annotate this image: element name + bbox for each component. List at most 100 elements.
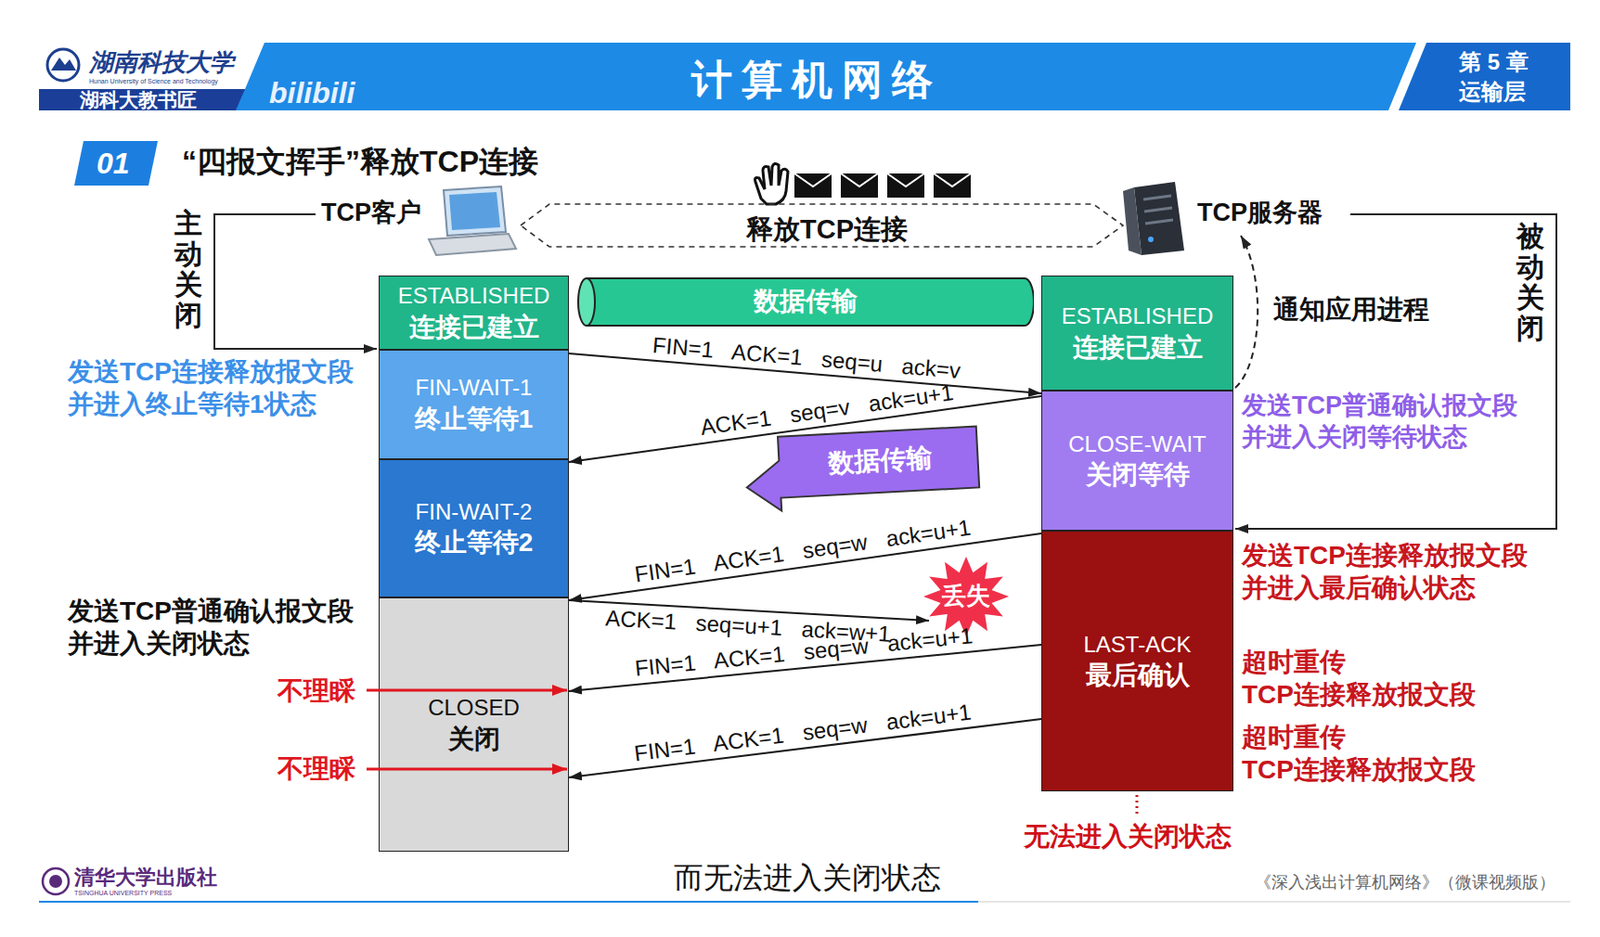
data-pipe-outline bbox=[578, 278, 595, 326]
server-icon bbox=[1143, 195, 1172, 200]
message-label: FIN=1 ACK=1 seq=u ack=v bbox=[651, 334, 962, 383]
footer-rule bbox=[38, 901, 979, 904]
passive-close-label: 被动关闭 bbox=[1516, 220, 1545, 344]
section-number: 01 bbox=[96, 144, 130, 182]
data-pipe-outline bbox=[586, 278, 1034, 326]
envelope-icons bbox=[794, 173, 832, 198]
server-icon bbox=[1134, 181, 1185, 256]
state-label: 连接已建立 bbox=[409, 312, 540, 343]
state-name: 丢失 bbox=[941, 582, 991, 611]
action-note: 发送TCP连接释放报文段 并进入终止等待1状态 bbox=[67, 355, 388, 421]
header-bar bbox=[1398, 42, 1571, 111]
data-arrow: 数据传输 bbox=[740, 422, 984, 517]
state-box: CLOSED关闭 bbox=[378, 597, 569, 852]
section-badge bbox=[74, 141, 158, 186]
publisher-english: TSINGHUA UNIVERSITY PRESS bbox=[74, 890, 172, 899]
server-label: TCP服务器 bbox=[1197, 197, 1323, 230]
state-name: FIN-WAIT-1 bbox=[415, 374, 533, 401]
slide-title: 计算机网络 bbox=[593, 53, 1040, 105]
watermark: bilibili bbox=[269, 74, 355, 112]
state-name: ESTABLISHED bbox=[1061, 303, 1214, 330]
envelope-icons bbox=[840, 173, 878, 198]
state-box: ESTABLISHED 连接已建立 bbox=[1041, 275, 1234, 391]
university-emblem bbox=[51, 57, 77, 71]
server-icon bbox=[1122, 187, 1142, 256]
retransmit-note: 超时重传 TCP连接释放报文段 bbox=[1241, 721, 1562, 787]
ignore-arrow bbox=[366, 689, 568, 693]
university-english: Hunan University of Science and Technolo… bbox=[89, 77, 219, 87]
watermark: 湖科大教书匠 bbox=[79, 88, 197, 113]
envelope-icons bbox=[840, 173, 878, 187]
state-box: FIN-WAIT-1 终止等待1 bbox=[378, 349, 569, 460]
data-pipe: 数据传输 bbox=[577, 277, 1034, 327]
dotted-leader bbox=[1135, 795, 1139, 817]
server-icon bbox=[1145, 219, 1174, 224]
header-bar bbox=[38, 42, 265, 90]
ignore-note: 不理睬 bbox=[277, 752, 356, 786]
hand-icon bbox=[755, 163, 789, 205]
notify-note: 通知应用进程 bbox=[1273, 293, 1430, 326]
chapter-name: 运输层 bbox=[1458, 77, 1526, 106]
university-emblem bbox=[47, 49, 79, 81]
active-close-bracket bbox=[214, 214, 377, 349]
video-subtitle: 而无法进入关闭状态 bbox=[593, 859, 1021, 897]
result-note: 无法进入关闭状态 bbox=[1023, 820, 1232, 853]
state-name: LAST-ACK bbox=[1083, 632, 1191, 659]
retransmit-note: 超时重传 TCP连接释放报文段 bbox=[1241, 645, 1562, 711]
header-bar bbox=[38, 42, 1571, 111]
header-bar bbox=[38, 42, 1571, 111]
state-box: CLOSE-WAIT关闭等待 bbox=[1041, 390, 1234, 531]
state-name: 数据传输 bbox=[753, 286, 858, 317]
data-arrow-outline bbox=[744, 426, 981, 514]
publisher-name: 清华大学出版社 bbox=[74, 864, 218, 891]
state-name: 数据传输 bbox=[827, 443, 934, 479]
envelope-icons bbox=[887, 173, 925, 198]
state-label: 终止等待1 bbox=[414, 404, 534, 435]
state-name: ESTABLISHED bbox=[398, 283, 551, 310]
release-connection-arrow bbox=[520, 204, 1123, 247]
server-icon bbox=[1148, 236, 1154, 243]
envelope-icons bbox=[933, 173, 971, 187]
message-label: FIN=1 ACK=1 seq=w ack=u+1 bbox=[632, 516, 972, 587]
action-note: 发送TCP连接释放报文段 并进入最后确认状态 bbox=[1241, 539, 1562, 605]
state-label: 关闭 bbox=[448, 724, 501, 755]
envelope-icons bbox=[794, 173, 971, 198]
footer-rule bbox=[38, 902, 1571, 904]
state-box: LAST-ACK最后确认 bbox=[1041, 530, 1234, 792]
laptop-icon bbox=[449, 192, 501, 231]
state-label: 终止等待2 bbox=[414, 528, 534, 558]
envelope-icons bbox=[794, 173, 832, 187]
state-name: CLOSE-WAIT bbox=[1068, 431, 1206, 458]
action-note: 发送TCP普通确认报文段 并进入关闭状态 bbox=[67, 594, 388, 660]
state-label: 最后确认 bbox=[1085, 660, 1190, 691]
action-note: 发送TCP普通确认报文段 并进入关闭等待状态 bbox=[1241, 390, 1553, 454]
section-heading: “四报文挥手”释放TCP连接 bbox=[181, 142, 539, 181]
state-label: 连接已建立 bbox=[1072, 333, 1203, 363]
chapter-number: 第 5 章 bbox=[1458, 48, 1529, 77]
university-emblem bbox=[47, 49, 79, 81]
ignore-note: 不理睬 bbox=[277, 674, 356, 708]
notify-dashed-arrow bbox=[1235, 235, 1258, 388]
state-name: CLOSED bbox=[427, 695, 520, 722]
laptop-icon bbox=[443, 186, 506, 236]
passive-close-bracket bbox=[1235, 214, 1557, 530]
active-close-label: 主动关闭 bbox=[174, 207, 203, 331]
state-name: FIN-WAIT-2 bbox=[415, 499, 533, 526]
laptop-icon bbox=[428, 186, 517, 256]
ignore-arrow bbox=[366, 768, 568, 772]
footer-rule bbox=[978, 902, 1571, 904]
message-label: FIN=1 ACK=1 seq=w ack=u+1 bbox=[633, 700, 974, 765]
hand-icon bbox=[755, 163, 789, 205]
state-box: ESTABLISHED连接已建立 bbox=[378, 275, 569, 350]
release-label: 释放TCP连接 bbox=[740, 212, 914, 246]
state-label: 关闭等待 bbox=[1085, 460, 1190, 491]
header-bar bbox=[1388, 42, 1427, 111]
state-box: FIN-WAIT-2终止等待2 bbox=[378, 459, 569, 598]
server-icon bbox=[1122, 181, 1185, 256]
envelope-icons bbox=[933, 173, 971, 198]
envelope-icons bbox=[887, 173, 925, 187]
client-label: TCP客户 bbox=[321, 197, 422, 230]
laptop-icon bbox=[428, 233, 517, 256]
